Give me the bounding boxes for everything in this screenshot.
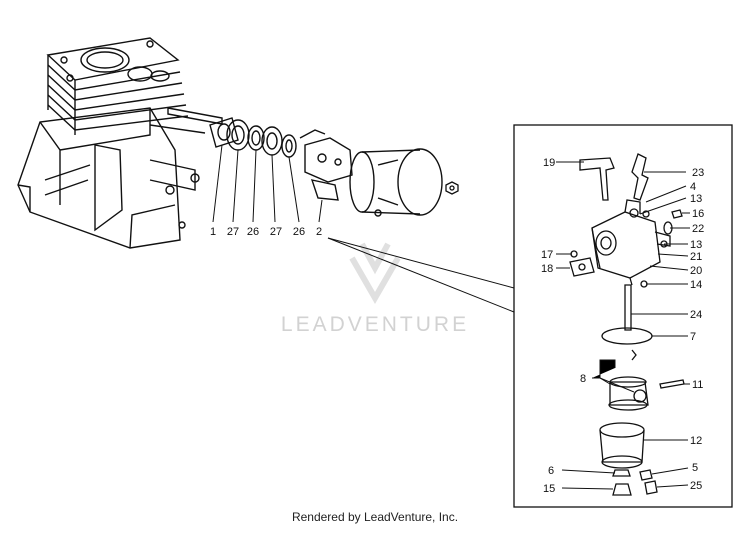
label-13: 13 — [690, 239, 702, 251]
label-26: 26 — [247, 226, 259, 238]
label-24: 24 — [690, 309, 702, 321]
carburetor-assembly — [299, 129, 353, 201]
label-7: 7 — [690, 331, 696, 343]
label-19: 19 — [543, 157, 555, 169]
label-15: 15 — [543, 483, 555, 495]
label-11: 11 — [692, 379, 703, 391]
detail-parts — [569, 153, 685, 496]
label-14: 14 — [690, 279, 702, 291]
label-25: 25 — [690, 480, 702, 492]
label-22: 22 — [692, 223, 704, 235]
nut — [445, 181, 459, 195]
label-20: 20 — [690, 265, 702, 277]
label-5: 5 — [692, 462, 698, 474]
engine-block — [17, 37, 223, 249]
label-17: 17 — [541, 249, 553, 261]
gasket-stack — [209, 117, 297, 158]
label-16: 16 — [692, 208, 704, 220]
air-cleaner — [349, 148, 443, 217]
label-2: 2 — [316, 226, 322, 238]
label-21: 21 — [690, 251, 702, 263]
label-8: 8 — [580, 373, 586, 385]
spacer-27b — [261, 126, 283, 156]
label-4: 4 — [690, 181, 696, 193]
watermark: LEADVENTURE — [281, 242, 469, 336]
label-1: 1 — [210, 226, 216, 238]
footer-credit: Rendered by LeadVenture, Inc. — [291, 510, 459, 524]
detail-labels: 19 23 4 13 16 22 13 21 20 17 18 14 24 7 … — [541, 157, 704, 495]
label-23: 23 — [692, 167, 704, 179]
detail-box — [513, 124, 733, 508]
watermark-logo-icon — [349, 242, 401, 305]
engine-labels: 1 27 26 27 26 2 — [210, 226, 322, 238]
detail-leaders — [556, 161, 690, 490]
label-18: 18 — [541, 263, 553, 275]
label-13: 13 — [690, 193, 702, 205]
label-27: 27 — [270, 226, 282, 238]
label-6: 6 — [548, 465, 554, 477]
label-26: 26 — [293, 226, 305, 238]
detail-callout — [327, 237, 515, 313]
gasket-26b — [281, 134, 297, 158]
gasket-1 — [209, 117, 239, 148]
watermark-text: LEADVENTURE — [281, 313, 469, 336]
label-27: 27 — [227, 226, 239, 238]
engine-leaders — [212, 144, 323, 223]
label-12: 12 — [690, 435, 702, 447]
